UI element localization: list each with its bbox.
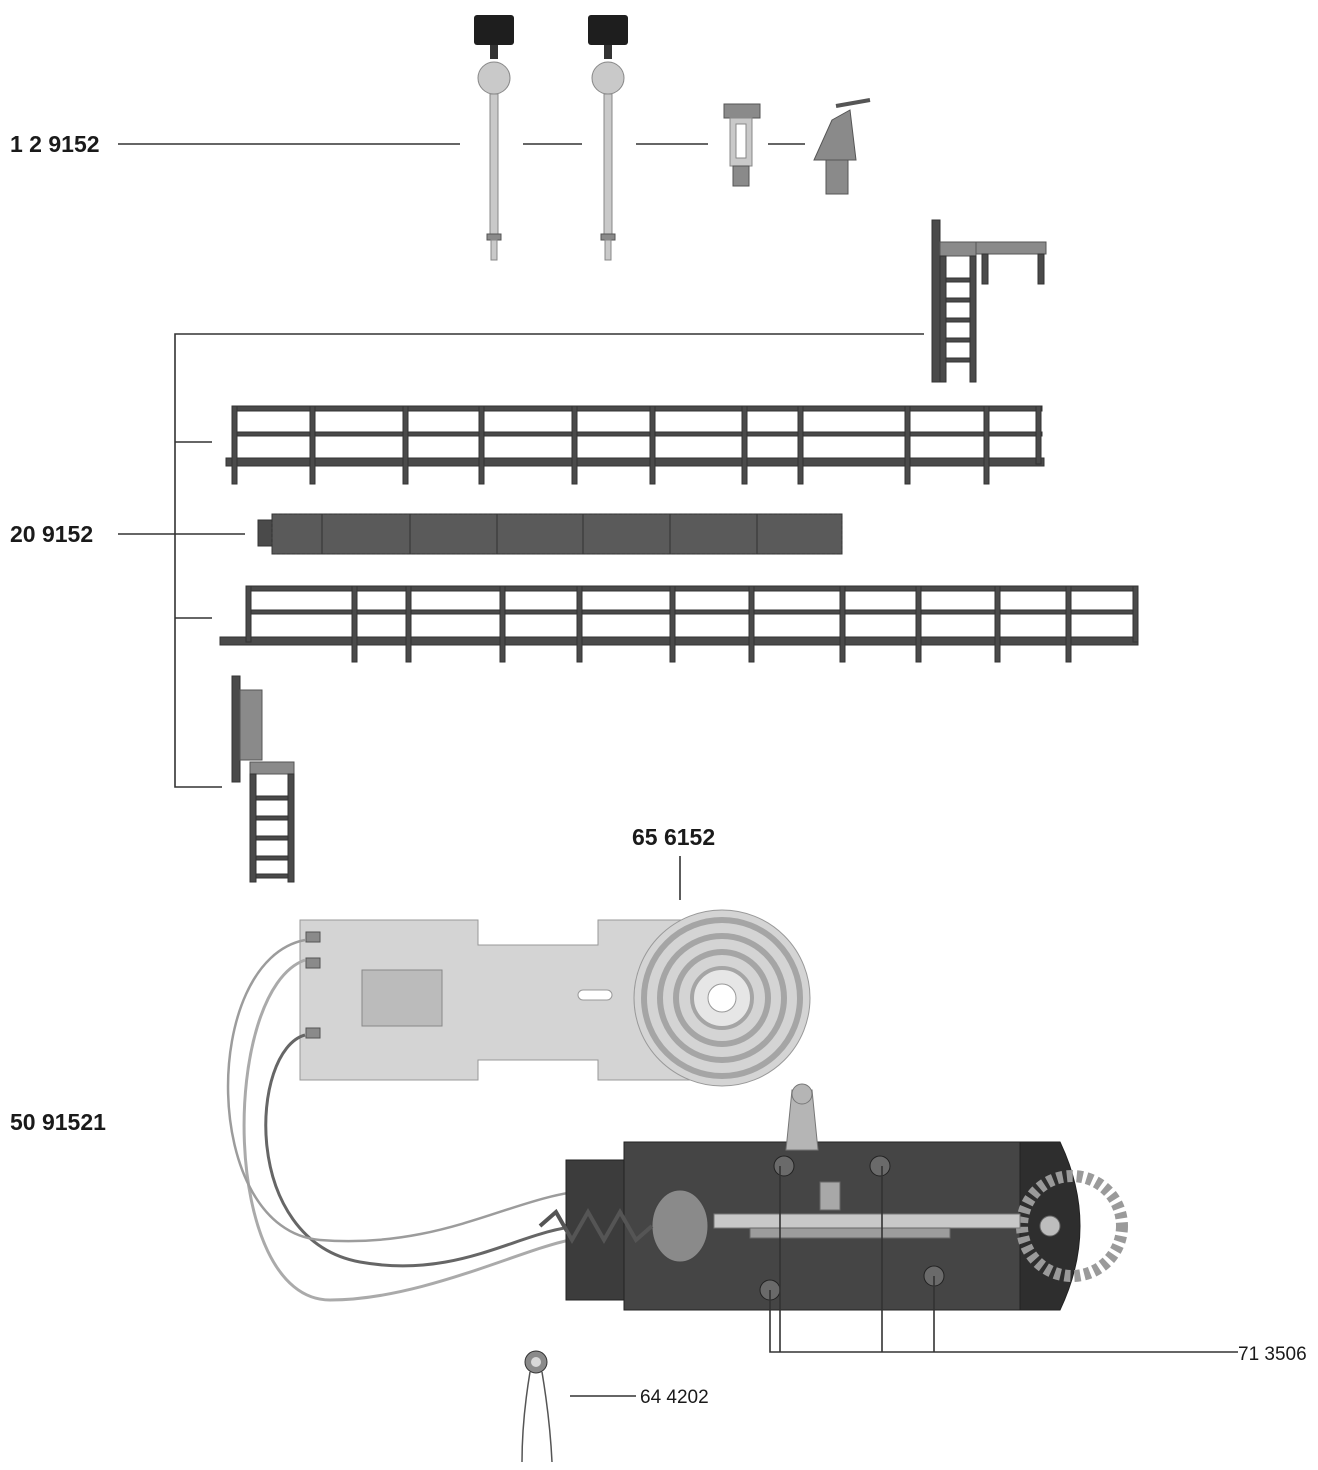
stairs-lower bbox=[232, 676, 294, 882]
signal-post-1 bbox=[474, 15, 514, 260]
signal-post-2 bbox=[588, 15, 628, 260]
drive-unit-group: 50 91521 bbox=[10, 1084, 1122, 1310]
label-drive-unit: 50 91521 bbox=[10, 1109, 106, 1135]
label-screws: 71 3506 bbox=[1238, 1344, 1307, 1365]
stairs-upper bbox=[932, 220, 1046, 382]
leader-platform-bracket bbox=[175, 334, 924, 787]
signal-bracket bbox=[724, 104, 760, 186]
signal-parts-group: 1 2 9152 bbox=[10, 15, 870, 260]
label-signals-set: 1 2 9152 bbox=[10, 131, 100, 157]
lamp-bulb bbox=[522, 1351, 552, 1462]
platform-parts-group: 20 9152 bbox=[10, 220, 1138, 882]
label-circuit-board: 65 6152 bbox=[632, 824, 715, 850]
lamp-group: 64 4202 bbox=[522, 1351, 709, 1462]
signal-lever bbox=[814, 100, 870, 194]
railing-upper bbox=[226, 406, 1044, 484]
circuit-board bbox=[300, 910, 810, 1086]
grating-plate bbox=[258, 514, 842, 554]
label-lamp: 64 4202 bbox=[640, 1387, 709, 1408]
railing-lower bbox=[220, 586, 1138, 662]
label-platform-set: 20 9152 bbox=[10, 521, 93, 547]
drive-unit bbox=[540, 1084, 1122, 1310]
